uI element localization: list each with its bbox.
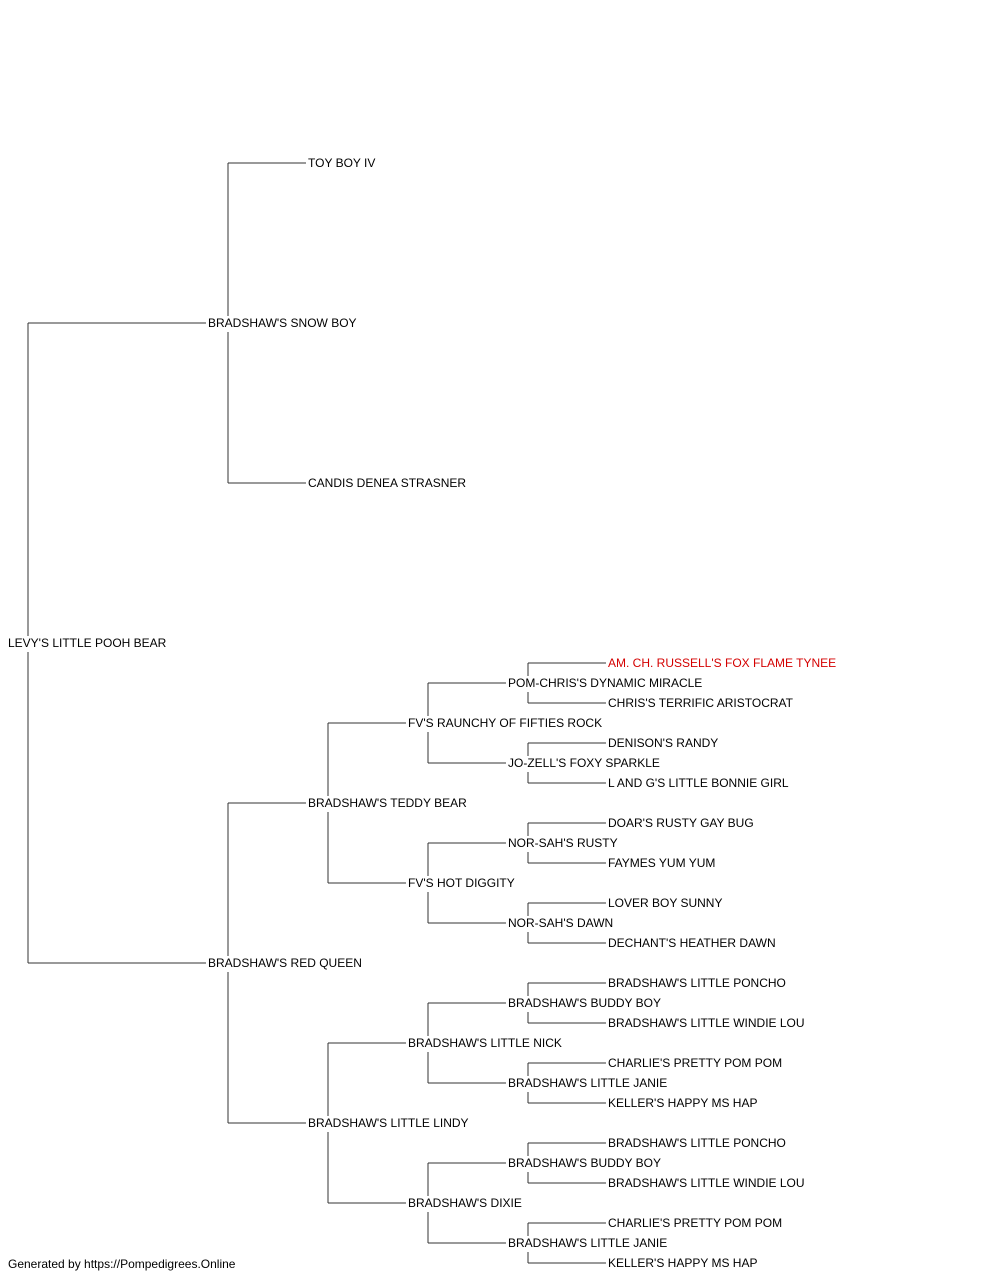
pedigree-name: BRADSHAW'S LITTLE WINDIE LOU (608, 1176, 805, 1190)
pedigree-name: TOY BOY IV (308, 156, 375, 170)
pedigree-name: FV'S RAUNCHY OF FIFTIES ROCK (408, 716, 602, 730)
pedigree-name: POM-CHRIS'S DYNAMIC MIRACLE (508, 676, 702, 690)
pedigree-name: BRADSHAW'S DIXIE (408, 1196, 522, 1210)
pedigree-name: BRADSHAW'S LITTLE LINDY (308, 1116, 469, 1130)
pedigree-name: BRADSHAW'S BUDDY BOY (508, 1156, 661, 1170)
pedigree-name: CHARLIE'S PRETTY POM POM (608, 1216, 782, 1230)
pedigree-name: FV'S HOT DIGGITY (408, 876, 515, 890)
pedigree-name: L AND G'S LITTLE BONNIE GIRL (608, 776, 789, 790)
pedigree-name: BRADSHAW'S LITTLE JANIE (508, 1236, 667, 1250)
pedigree-name: FAYMES YUM YUM (608, 856, 715, 870)
pedigree-name: DOAR'S RUSTY GAY BUG (608, 816, 754, 830)
pedigree-name: BRADSHAW'S LITTLE JANIE (508, 1076, 667, 1090)
pedigree-name: LEVY'S LITTLE POOH BEAR (8, 636, 167, 650)
pedigree-name: JO-ZELL'S FOXY SPARKLE (508, 756, 660, 770)
pedigree-name: KELLER'S HAPPY MS HAP (608, 1096, 757, 1110)
pedigree-name: KELLER'S HAPPY MS HAP (608, 1256, 757, 1270)
pedigree-name: CHRIS'S TERRIFIC ARISTOCRAT (608, 696, 794, 710)
pedigree-name: CANDIS DENEA STRASNER (308, 476, 466, 490)
pedigree-name: BRADSHAW'S LITTLE NICK (408, 1036, 562, 1050)
pedigree-name: BRADSHAW'S SNOW BOY (208, 316, 357, 330)
footer-credit: Generated by https://Pompedigrees.Online (8, 1257, 236, 1271)
pedigree-name: BRADSHAW'S LITTLE PONCHO (608, 976, 786, 990)
pedigree-name: BRADSHAW'S TEDDY BEAR (308, 796, 467, 810)
pedigree-name: CHARLIE'S PRETTY POM POM (608, 1056, 782, 1070)
pedigree-name: LOVER BOY SUNNY (608, 896, 722, 910)
pedigree-name: DENISON'S RANDY (608, 736, 718, 750)
pedigree-name: NOR-SAH'S DAWN (508, 916, 613, 930)
pedigree-name: AM. CH. RUSSELL'S FOX FLAME TYNEE (608, 656, 836, 670)
pedigree-name: DECHANT'S HEATHER DAWN (608, 936, 776, 950)
pedigree-name: BRADSHAW'S LITTLE PONCHO (608, 1136, 786, 1150)
pedigree-name: BRADSHAW'S BUDDY BOY (508, 996, 661, 1010)
pedigree-name: NOR-SAH'S RUSTY (508, 836, 618, 850)
pedigree-name: BRADSHAW'S LITTLE WINDIE LOU (608, 1016, 805, 1030)
pedigree-name: BRADSHAW'S RED QUEEN (208, 956, 362, 970)
